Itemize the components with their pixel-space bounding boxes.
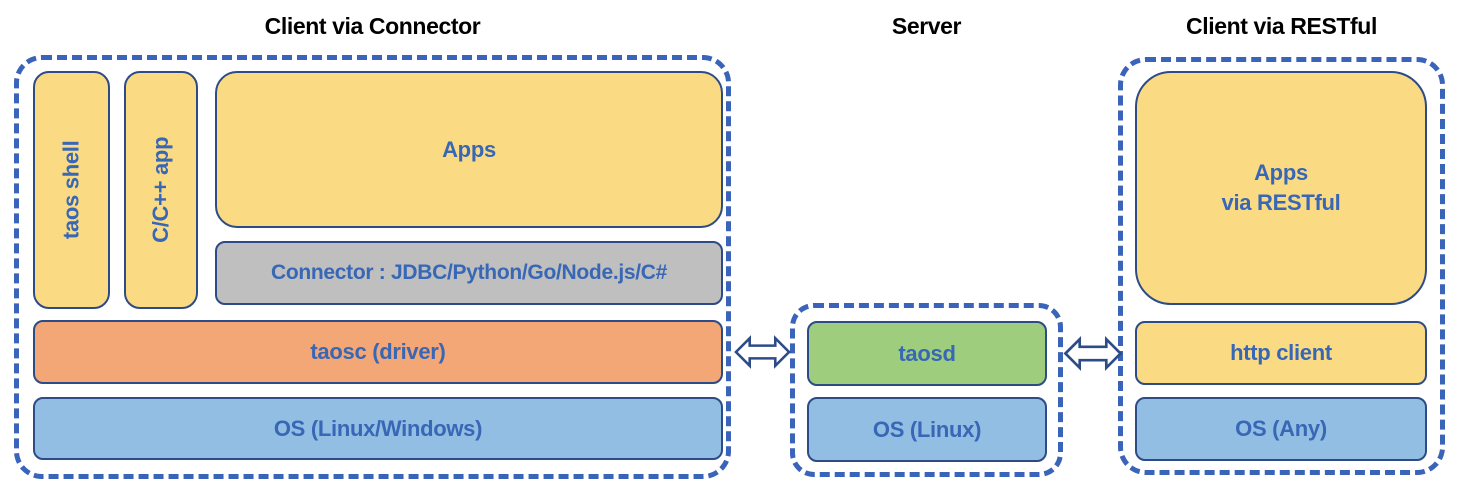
- cpp-app-box: C/C++ app: [124, 71, 198, 309]
- os-linux-windows-box: OS (Linux/Windows): [33, 397, 723, 460]
- taos-shell-label: taos shell: [58, 140, 84, 240]
- apps-label: Apps: [442, 136, 496, 162]
- os-linux-windows-label: OS (Linux/Windows): [273, 415, 483, 441]
- os-linux-box: OS (Linux): [807, 397, 1047, 462]
- taosd-box: taosd: [807, 321, 1047, 386]
- os-any-box: OS (Any): [1135, 397, 1427, 461]
- os-linux-label: OS (Linux): [872, 416, 982, 442]
- apps-via-restful-box: Apps via RESTful: [1135, 71, 1427, 305]
- http-client-box: http client: [1135, 321, 1427, 385]
- client-connector-group: taos shell C/C++ app Apps Connector : JD…: [14, 55, 731, 479]
- bidirectional-arrow-icon: [1063, 335, 1123, 372]
- section-title-client-restful: Client via RESTful: [1186, 13, 1377, 39]
- os-any-label: OS (Any): [1235, 416, 1327, 442]
- connector-box: Connector : JDBC/Python/Go/Node.js/C#: [215, 241, 723, 305]
- taosc-driver-label: taosc (driver): [310, 339, 446, 365]
- taos-shell-box: taos shell: [33, 71, 110, 309]
- apps-via-restful-label-line1: Apps: [1254, 160, 1308, 186]
- taosd-label: taosd: [898, 340, 956, 366]
- client-restful-group: Apps via RESTful http client OS (Any): [1118, 57, 1445, 475]
- bidirectional-arrow-icon: [734, 335, 791, 369]
- apps-box: Apps: [215, 71, 723, 228]
- taosc-driver-box: taosc (driver): [33, 320, 723, 384]
- section-title-server: Server: [891, 13, 962, 39]
- http-client-label: http client: [1230, 340, 1332, 366]
- server-group: taosd OS (Linux): [790, 303, 1063, 477]
- connector-label: Connector : JDBC/Python/Go/Node.js/C#: [270, 260, 668, 284]
- apps-via-restful-label-line2: via RESTful: [1221, 190, 1341, 215]
- section-title-client-connector: Client via Connector: [264, 13, 481, 39]
- cpp-app-label: C/C++ app: [148, 136, 174, 244]
